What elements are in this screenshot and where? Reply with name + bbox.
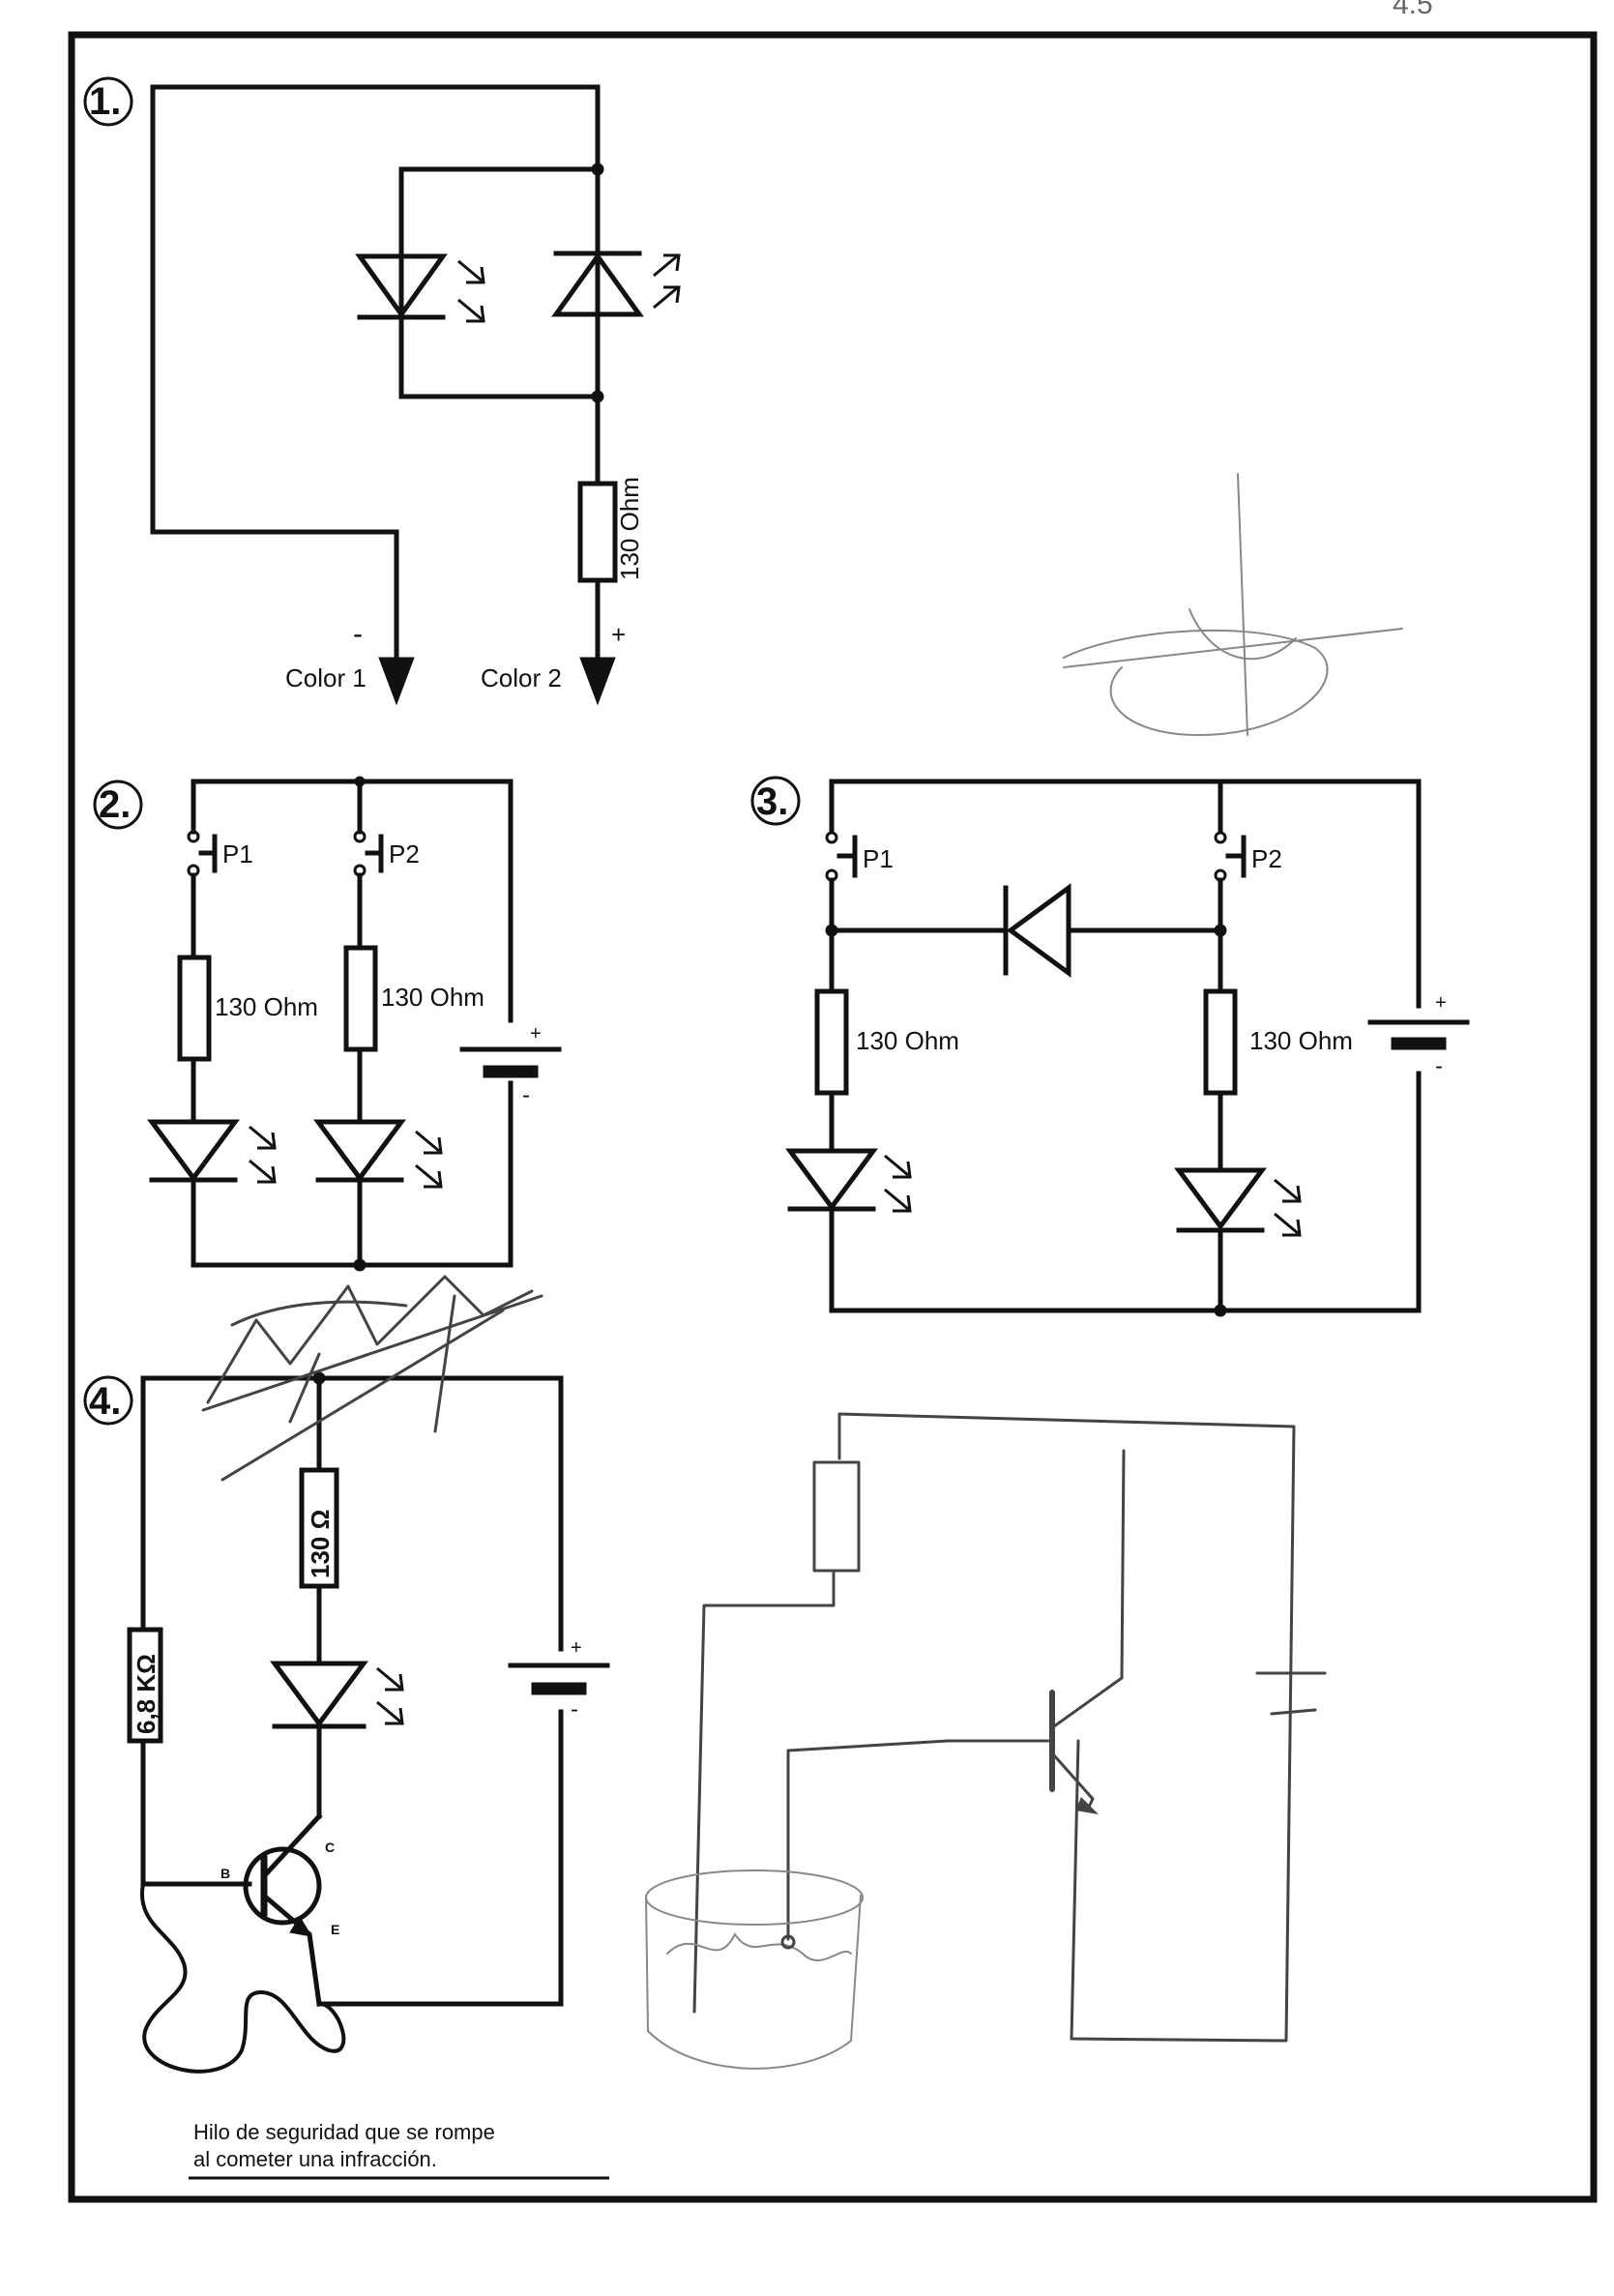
figure-1-terminal-2-arrow [579, 657, 616, 706]
figure-1-resistor-label: 130 Ohm [615, 477, 644, 580]
figure-3-number: 3. [756, 780, 788, 823]
figure-2-switch-p1: P1 [187, 830, 253, 877]
figure-2-led-2 [313, 1119, 443, 1189]
figure-1-led-1 [355, 253, 485, 323]
figure-2-resistor-1 [177, 955, 212, 1062]
svg-text:P2: P2 [389, 839, 420, 868]
figure-3-resistor-2 [1203, 988, 1238, 1096]
svg-text:+: + [1435, 992, 1447, 1014]
svg-text:P1: P1 [222, 839, 253, 868]
svg-text:P2: P2 [1251, 844, 1282, 873]
figure-3: 3. P1 P2 130 Ohm 130 Ohm [750, 776, 1470, 1317]
figure-3-battery: + - [1367, 992, 1470, 1079]
figure-1-terminal-1-arrow [378, 657, 415, 706]
figure-3-led-1 [785, 1148, 912, 1213]
figure-4-led [270, 1661, 404, 1729]
figure-4-resistor-left-label: 6,8 KΩ [132, 1654, 161, 1734]
figure-4-number: 4. [89, 1380, 121, 1423]
figure-1-plus: + [611, 620, 626, 649]
figure-2-wire-top [191, 779, 514, 1268]
sketch-transistor [786, 1676, 1124, 1814]
figure-1-led-2 [551, 250, 681, 317]
figure-1-wire-outer [150, 84, 601, 661]
hand-sketch [645, 1412, 1327, 2070]
figure-3-wire-frame [829, 779, 1422, 1313]
svg-text:+: + [571, 1637, 582, 1659]
figure-2-switch-p2: P2 [353, 830, 420, 877]
figure-3-diode [1003, 883, 1071, 978]
svg-text:E: E [331, 1922, 339, 1937]
figure-4-wire-frame [140, 1375, 564, 2007]
svg-text:+: + [530, 1023, 542, 1045]
figure-1-number-circle [83, 76, 133, 127]
sketch-beaker [645, 1869, 864, 2070]
svg-text:-: - [1435, 1053, 1443, 1079]
page-corner-mark: 4.5 [1393, 0, 1433, 20]
svg-text:B: B [220, 1866, 230, 1881]
figure-2-number: 2. [99, 783, 131, 826]
figure-3-resistor-2-label: 130 Ohm [1249, 1026, 1353, 1055]
figure-3-switch-p2: P2 [1214, 831, 1282, 882]
sketch-resistor [812, 1460, 861, 1573]
figure-2: 2. P1 P2 130 Ohm 130 Ohm [93, 776, 562, 1272]
figure-3-switch-p1: P1 [825, 831, 894, 882]
figure-2-resistor-2-label: 130 Ohm [381, 983, 484, 1012]
svg-text:-: - [522, 1082, 530, 1108]
figure-4: 4. 130 Ω 6,8 KΩ B C E [83, 1275, 610, 2180]
figure-1-terminal-2-label: Color 2 [481, 663, 562, 692]
figure-3-led-2 [1174, 1167, 1302, 1237]
figure-1-terminal-1-label: Color 1 [285, 663, 367, 692]
figure-1-resistor [577, 481, 618, 583]
figure-1-minus: - [353, 618, 363, 650]
figure-4-transistor: B C E [220, 1812, 339, 2007]
sketch-battery [1255, 1671, 1327, 1716]
svg-text:P1: P1 [863, 844, 894, 873]
figure-4-battery: + - [508, 1637, 610, 1722]
figure-2-resistor-2 [343, 945, 378, 1052]
figure-4-resistor-top-label: 130 Ω [306, 1510, 335, 1578]
figure-2-resistor-1-label: 130 Ohm [215, 992, 318, 1021]
figure-2-battery: + - [459, 1023, 562, 1108]
pencil-scribble [1063, 473, 1403, 737]
figure-4-caption-line-1: Hilo de seguridad que se rompe [193, 2120, 495, 2144]
svg-text:-: - [571, 1696, 578, 1722]
figure-4-cross-out-scribble [201, 1275, 543, 1482]
sketch-wire-top [837, 1412, 1296, 2043]
figure-1-wire-parallel [398, 166, 601, 486]
figure-1-number: 1. [89, 80, 121, 123]
figure-3-resistor-1 [814, 988, 849, 1096]
figure-1: 1. 130 Ohm - + Color 1 Color 2 [83, 76, 681, 706]
figure-4-security-wire [139, 1881, 346, 2074]
svg-text:C: C [325, 1840, 335, 1855]
figure-2-led-1 [147, 1119, 277, 1184]
figure-3-resistor-1-label: 130 Ohm [856, 1026, 959, 1055]
page-border [68, 31, 1598, 2203]
figure-4-caption-line-2: al cometer una infracción. [193, 2147, 437, 2171]
